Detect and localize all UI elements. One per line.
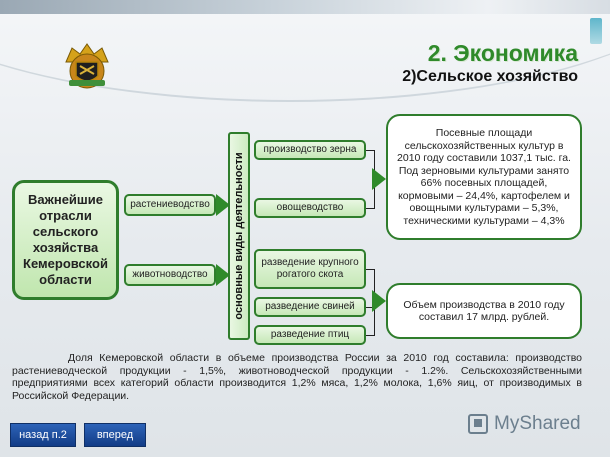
connector (366, 208, 375, 209)
plant-info-box: Посевные площади сельскохозяйственных ку… (386, 114, 582, 240)
back-button[interactable]: назад п.2 (10, 423, 76, 447)
activity-grain: производство зерна (254, 140, 366, 160)
arrow-plant (216, 194, 230, 216)
arrow-to-plant-info (372, 168, 386, 190)
coat-of-arms-icon (65, 43, 109, 89)
activity-vegetables: овощеводство (254, 198, 366, 218)
connector (366, 269, 375, 270)
arrow-animal (216, 264, 230, 286)
branch-animal-box: животноводство (124, 264, 216, 286)
page-subtitle: 2)Сельское хозяйство (402, 68, 578, 85)
share-paragraph: Доля Кемеровской области в объеме произв… (12, 352, 582, 402)
myshared-logo-icon (468, 414, 488, 434)
main-sector-box: Важнейшие отрасли сельского хозяйства Ке… (12, 180, 119, 300)
activity-pigs: разведение свиней (254, 297, 366, 317)
myshared-logo-text: MyShared (494, 413, 581, 434)
activities-vertical-text: основные виды деятельности (233, 152, 245, 320)
corner-decoration (590, 18, 602, 44)
branch-plant-box: растениеводство (124, 194, 216, 216)
animal-info-box: Объем производства в 2010 году составил … (386, 283, 582, 339)
decorative-arc (0, 0, 610, 102)
connector (366, 150, 375, 151)
myshared-logo: MyShared (468, 413, 581, 435)
forward-button[interactable]: вперед (84, 423, 146, 447)
page-title: 2. Экономика (427, 40, 578, 66)
connector (366, 307, 375, 308)
activities-vertical-label: основные виды деятельности (228, 132, 250, 340)
connector (366, 335, 375, 336)
activity-cattle: разведение крупного рогатого скота (254, 249, 366, 289)
arrow-to-animal-info (372, 290, 386, 312)
activity-birds: разведение птиц (254, 325, 366, 345)
